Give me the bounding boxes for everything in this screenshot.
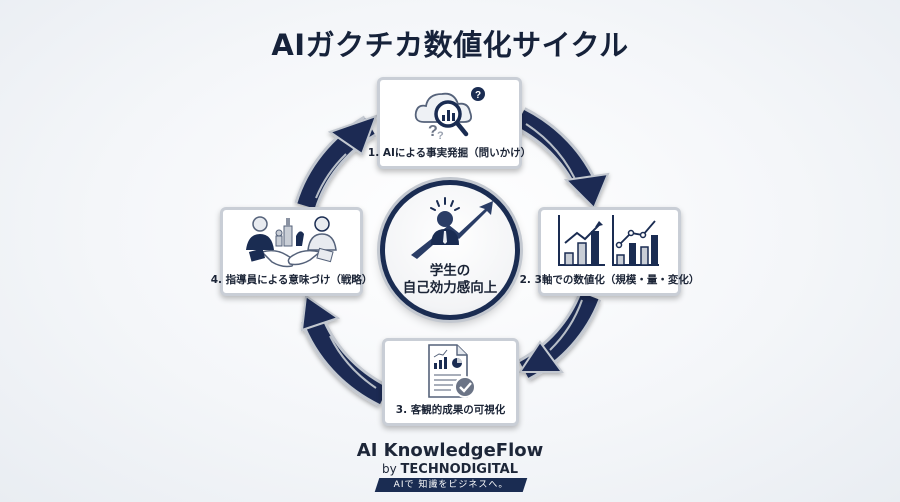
step-2-label: 2. 3軸での数値化（規模・量・変化） — [519, 274, 700, 286]
svg-text:?: ? — [474, 90, 480, 101]
cycle-arrow-icon — [518, 291, 602, 381]
person-growth-arrow-icon — [407, 195, 497, 265]
brand-tagline-banner: AIで 知識をビジネスへ。 — [374, 478, 528, 492]
brand-company: TECHNODIGITAL — [400, 462, 518, 477]
center-line-2: 自己効力感向上 — [402, 280, 498, 296]
brand-byline: by TECHNODIGITAL — [0, 462, 900, 477]
step-card-2: 2. 3軸での数値化（規模・量・変化） — [520, 207, 699, 296]
brand-by: by — [382, 462, 397, 476]
svg-text:?: ? — [437, 130, 444, 142]
diagram-title: AIガクチカ数値化サイクル — [271, 28, 629, 62]
cycle-arrow-icon — [300, 294, 390, 407]
cycle-arrow-icon — [294, 114, 378, 210]
step-3-label: 3. 客観的成果の可視化 — [395, 404, 506, 416]
step-card-1: ? ? ? 1. AIによる事実発掘（問いかけ） — [368, 77, 531, 169]
svg-text:?: ? — [428, 123, 438, 140]
step-4-label: 4. 指導員による意味づけ（戦略） — [210, 274, 373, 286]
step-1-label: 1. AIによる事実発掘（問いかけ） — [367, 147, 532, 159]
brand-name: AI KnowledgeFlow — [356, 440, 544, 461]
report-document-check-icon — [421, 341, 481, 402]
cycle-arrow-icon — [514, 107, 610, 210]
center-line-1: 学生の — [429, 263, 471, 279]
handshake-chess-icon — [242, 210, 342, 272]
brand-tagline: AIで 知識をビジネスへ。 — [393, 480, 509, 490]
step-card-4: 4. 指導員による意味づけ（戦略） — [211, 207, 372, 296]
cloud-magnifier-question-icon: ? ? ? — [410, 80, 490, 145]
step-card-3: 3. 客観的成果の可視化 — [382, 338, 519, 426]
center-goal: 学生の 自己効力感向上 — [380, 180, 520, 320]
bar-chart-trend-icon — [555, 210, 665, 272]
